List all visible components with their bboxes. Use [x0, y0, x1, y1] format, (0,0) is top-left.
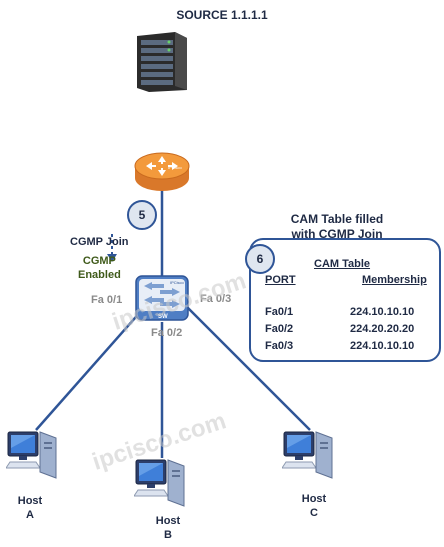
- cam-header-port: PORT: [265, 274, 296, 286]
- cam-table-title: CAM Table: [314, 258, 371, 270]
- cgmp-join-arrowhead: [107, 254, 117, 262]
- step-5-badge: 5: [127, 200, 157, 230]
- host-a-computer-icon: [6, 431, 57, 479]
- cam-row-2-membership: 224.20.20.20: [350, 323, 415, 335]
- cgmp-enabled-line1: CGMP: [82, 255, 116, 267]
- cam-row-2-port: Fa0/2: [265, 323, 294, 335]
- router-icon: IPCisco: [134, 152, 190, 191]
- host-b-label-line1: Host: [155, 515, 181, 527]
- link-host-c: [185, 305, 311, 431]
- host-c-label-line2: C: [310, 507, 318, 519]
- cam-header-membership: Membership: [362, 274, 427, 286]
- host-b-label-line2: B: [164, 529, 172, 541]
- host-c-computer-icon: [282, 431, 333, 479]
- cam-row-1-membership: 224.10.10.10: [350, 306, 415, 318]
- host-a-label-line1: Host: [17, 495, 43, 507]
- cam-table-panel: 6 CAM Table PORT Membership Fa0/1 224.10…: [245, 238, 441, 362]
- switch-name: SW: [158, 314, 168, 320]
- cgmp-join-label: CGMP Join: [70, 236, 129, 248]
- host-c-label: Host C: [294, 492, 334, 520]
- cam-caption-line1: CAM Table filled: [290, 212, 384, 226]
- cgmp-enabled-label: CGMP Enabled: [78, 254, 121, 282]
- step-6-badge: 6: [245, 244, 275, 274]
- cam-row-3-port: Fa0/3: [265, 340, 294, 352]
- cam-row-1-port: Fa0/1: [265, 306, 294, 318]
- source-title: SOURCE 1.1.1.1: [176, 8, 268, 22]
- server-icon: [137, 32, 187, 92]
- switch-icon: IPCisco SW: [135, 275, 189, 321]
- host-b-label: Host B: [148, 514, 188, 542]
- host-c-label-line1: Host: [301, 493, 327, 505]
- cam-row-3-membership: 224.10.10.10: [350, 340, 415, 352]
- port-right-label: Fa 0/3: [200, 293, 232, 305]
- cam-caption: CAM Table filled with CGMP Join: [272, 212, 402, 242]
- cam-caption-line2: with CGMP Join: [291, 227, 383, 241]
- host-a-label-line2: A: [26, 509, 34, 521]
- cgmp-enabled-line2: Enabled: [78, 269, 121, 281]
- host-b-computer-icon: [134, 459, 185, 507]
- host-a-label: Host A: [10, 494, 50, 522]
- switch-brand: IPCisco: [170, 280, 185, 285]
- link-host-a: [35, 309, 143, 431]
- router-brand: IPCisco: [168, 165, 183, 170]
- port-middle-label: Fa 0/2: [151, 327, 183, 339]
- port-left-label: Fa 0/1: [91, 294, 123, 306]
